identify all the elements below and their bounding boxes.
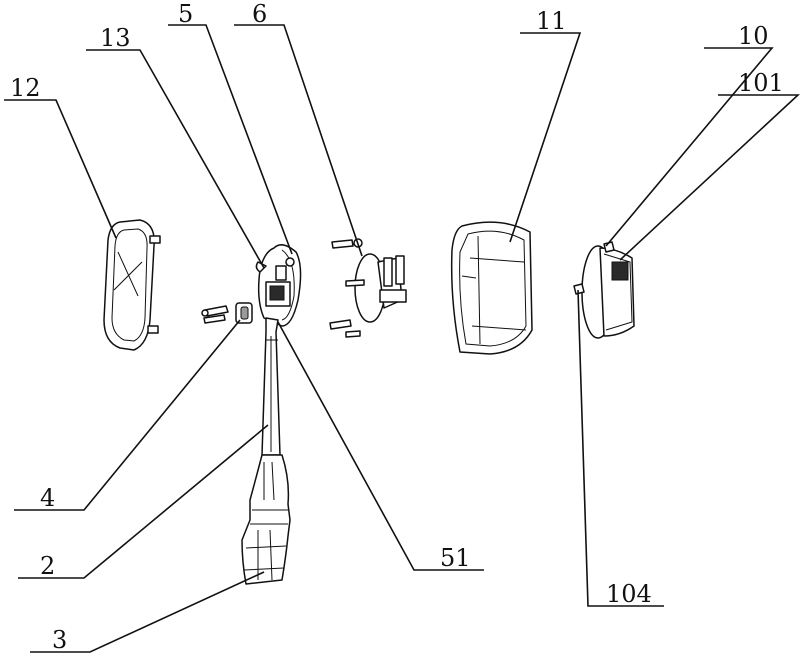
leader-104 <box>578 290 664 606</box>
label-101: 101 <box>738 69 784 97</box>
label-2: 2 <box>40 552 55 580</box>
label-3: 3 <box>52 626 67 654</box>
part-4-clip <box>202 303 252 323</box>
leader-101 <box>620 95 798 260</box>
part-12-cover <box>104 220 160 350</box>
leader-12 <box>4 100 116 238</box>
label-6: 6 <box>252 0 267 28</box>
part-2-cable <box>262 318 280 455</box>
part-6-bracket <box>330 239 406 337</box>
label-13: 13 <box>100 24 131 52</box>
part-5-head-housing <box>256 245 300 326</box>
label-104: 104 <box>606 580 652 608</box>
leader-2 <box>18 425 268 578</box>
part-3-plug <box>242 455 290 584</box>
leader-11 <box>510 33 580 242</box>
label-5: 5 <box>178 0 193 28</box>
label-4: 4 <box>40 484 55 512</box>
label-12: 12 <box>10 74 41 102</box>
leader-5 <box>168 25 292 254</box>
part-11-housing-shell <box>452 222 532 354</box>
leader-51 <box>278 322 484 570</box>
label-10: 10 <box>738 22 769 50</box>
leader-6 <box>234 25 362 256</box>
label-51: 51 <box>440 544 471 572</box>
label-11: 11 <box>536 7 567 35</box>
